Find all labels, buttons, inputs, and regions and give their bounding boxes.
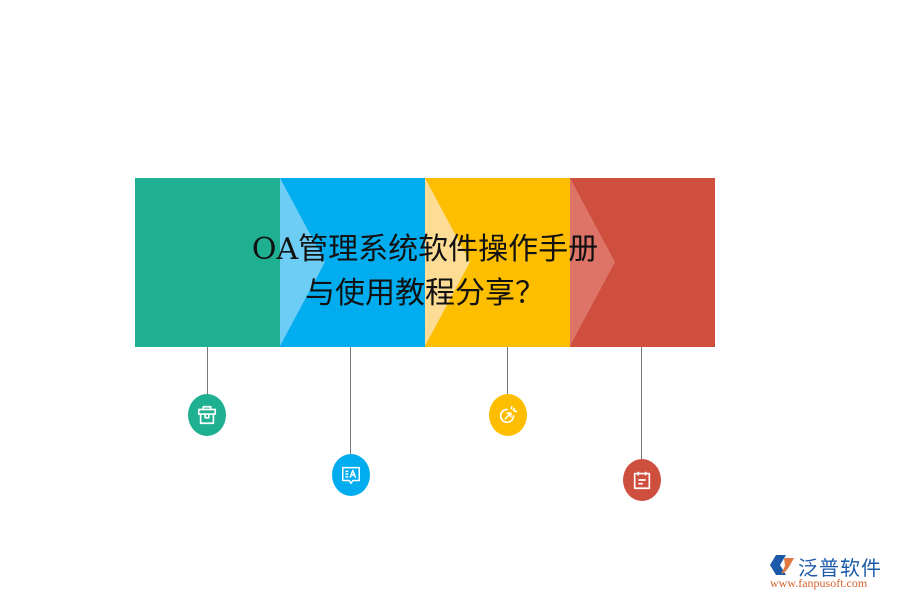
step-node-2: [332, 454, 370, 496]
chevron-arrow-shape: [425, 178, 470, 346]
brand-name: 泛普软件: [798, 556, 882, 580]
step-block-4: [570, 178, 715, 347]
step-block-2: [280, 178, 425, 347]
page-title: OA管理系统软件操作手册 与使用教程分享？: [135, 228, 715, 316]
refresh-arrow-icon: [499, 405, 518, 424]
step-block-1: [135, 178, 280, 347]
step-block-3: [425, 178, 570, 347]
brand-url: www.fanpusoft.com: [770, 576, 868, 590]
step-node-4: [623, 459, 661, 501]
connector-line-2: [350, 347, 351, 455]
process-band: [135, 178, 715, 347]
title-line-1: OA管理系统软件操作手册: [251, 232, 599, 267]
chevron-arrow-shape: [280, 178, 325, 346]
fanpu-logo-icon: [770, 555, 794, 575]
connector-line-1: [207, 347, 208, 395]
brand-logo: 泛普软件 www.fanpusoft.com: [768, 552, 894, 596]
connector-line-4: [641, 347, 642, 459]
translate-chat-icon: [342, 466, 360, 484]
calendar-icon: [633, 471, 651, 490]
briefcase-icon: [197, 405, 217, 425]
connector-line-3: [507, 347, 508, 395]
chevron-arrow-shape: [570, 178, 615, 346]
step-node-3: [489, 394, 527, 436]
step-node-1: [188, 394, 226, 436]
title-line-2: 与使用教程分享？: [305, 276, 545, 311]
